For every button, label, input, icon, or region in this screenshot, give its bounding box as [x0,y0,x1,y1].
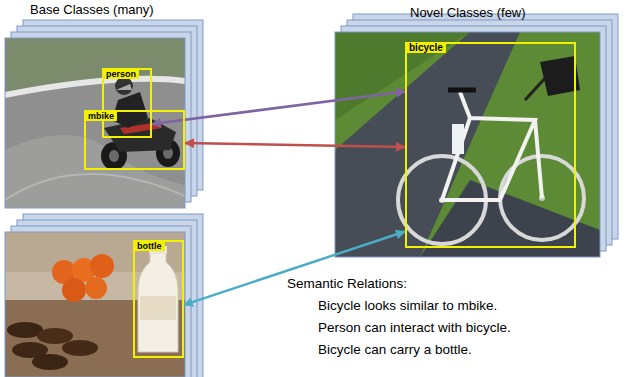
panel-title: Novel Classes (few) [410,5,526,20]
class-tag: bicycle [406,43,446,53]
bounding-box: mbike [84,110,185,170]
relation-note: Semantic Relations: [287,276,407,291]
relation-arrow [184,232,405,305]
relation-arrow [185,143,405,147]
relation-arrow [152,91,405,124]
relation-note: Bicycle can carry a bottle. [318,342,472,357]
relation-note: Bicycle looks similar to mbike. [318,298,497,313]
bounding-box: bicycle [405,42,576,248]
class-tag: person [103,69,139,79]
panel-title: Base Classes (many) [30,2,154,17]
class-tag: bottle [134,241,165,251]
bounding-box: person [102,68,152,138]
class-tag: mbike [85,111,117,121]
bounding-box: bottle [133,240,184,358]
relation-note: Person can interact with bicycle. [318,320,511,335]
